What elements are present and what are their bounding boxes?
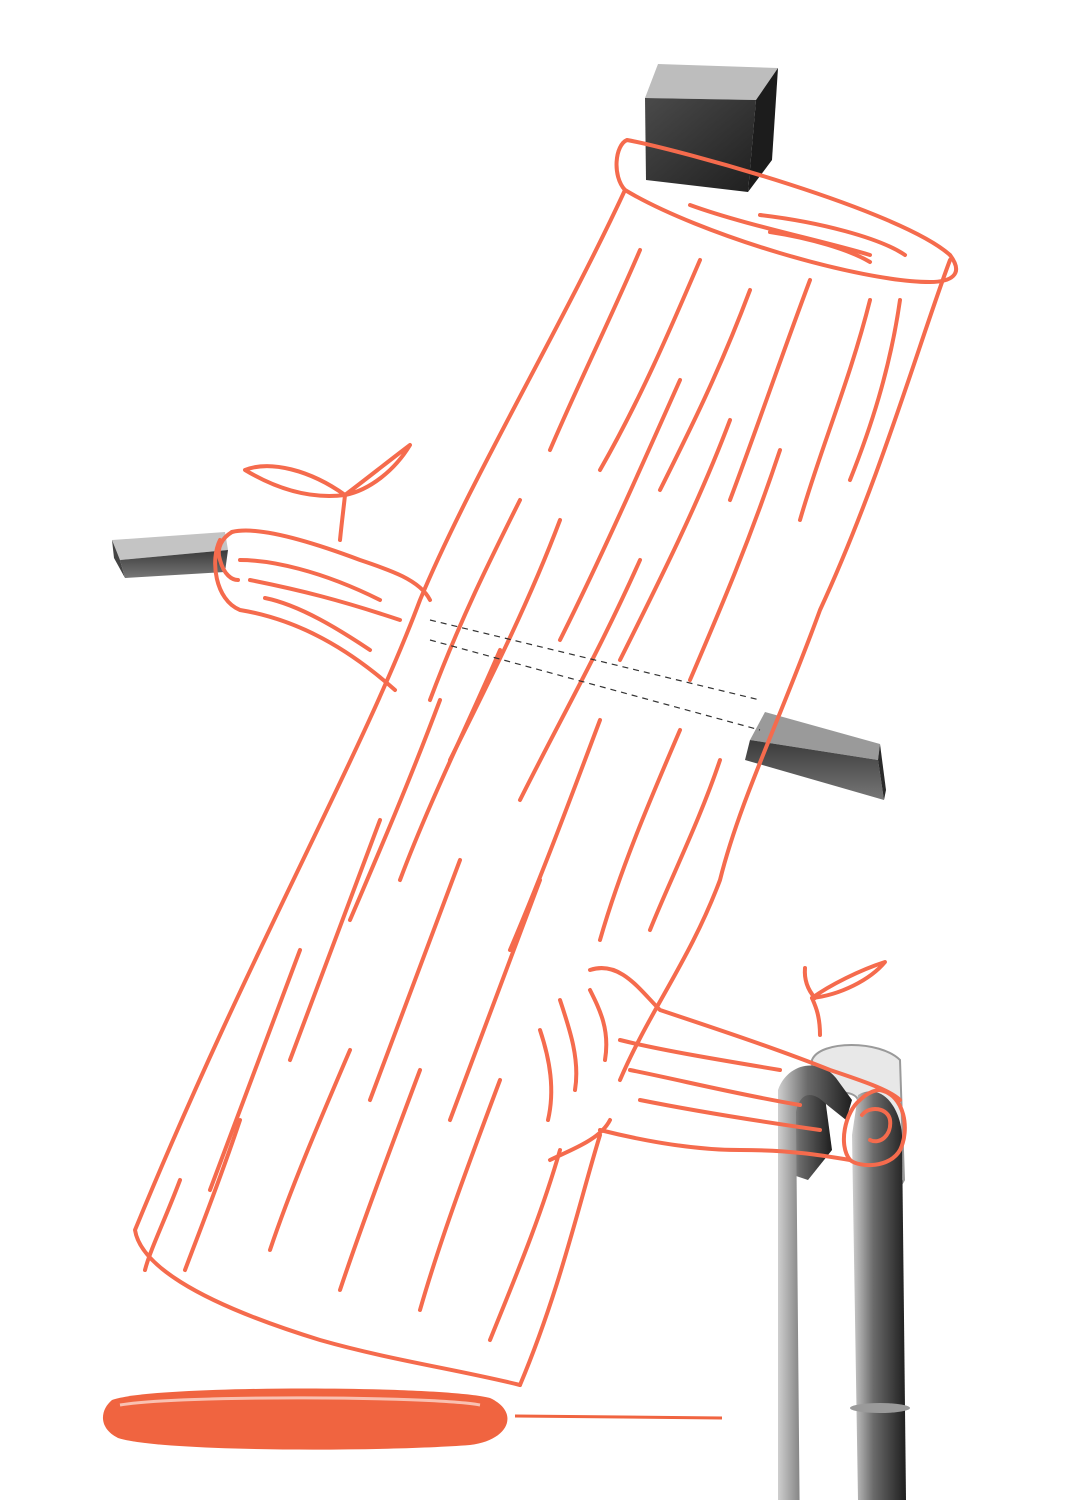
floor-shadow	[850, 1403, 910, 1413]
branch-left	[213, 528, 432, 692]
branch-right	[538, 966, 907, 1168]
graphite-beam-left	[112, 532, 228, 578]
graphite-u-bar	[778, 1044, 906, 1500]
dashed-guide	[429, 619, 761, 731]
graphite-beam-right	[745, 712, 886, 800]
cut-log	[133, 138, 959, 1387]
leaf-sprouts	[243, 443, 887, 1037]
red-shadow-stroke	[102, 1388, 723, 1450]
graphite-post-top	[645, 64, 778, 192]
